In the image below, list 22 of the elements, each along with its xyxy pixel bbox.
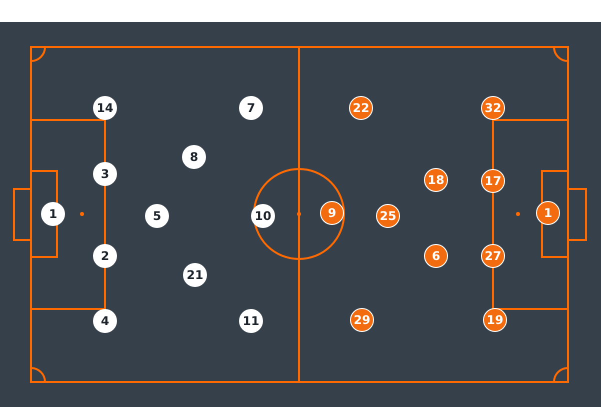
player-number-marker: 27 <box>481 244 505 268</box>
player-number-marker: 14 <box>93 96 117 120</box>
player-number-marker: 1 <box>41 202 65 226</box>
player-number-marker: 17 <box>481 169 505 193</box>
player-number-marker: 18 <box>424 168 448 192</box>
player-number-marker: 5 <box>145 204 169 228</box>
player-number-marker: 11 <box>239 309 263 333</box>
player-number-marker: 10 <box>251 204 275 228</box>
player-number-marker: 32 <box>481 96 505 120</box>
player-number-marker: 2 <box>93 244 117 268</box>
player-number-marker: 22 <box>349 96 373 120</box>
player-number-marker: 3 <box>93 162 117 186</box>
player-number-marker: 25 <box>376 204 400 228</box>
player-number-marker: 6 <box>424 244 448 268</box>
player-number-marker: 19 <box>483 308 507 332</box>
player-number-marker: 1 <box>536 201 560 225</box>
player-number-marker: 21 <box>183 263 207 287</box>
player-number-marker: 8 <box>182 145 206 169</box>
player-number-marker: 7 <box>239 96 263 120</box>
player-number-marker: 4 <box>93 309 117 333</box>
player-number-marker: 9 <box>320 201 344 225</box>
player-number-marker: 29 <box>350 308 374 332</box>
